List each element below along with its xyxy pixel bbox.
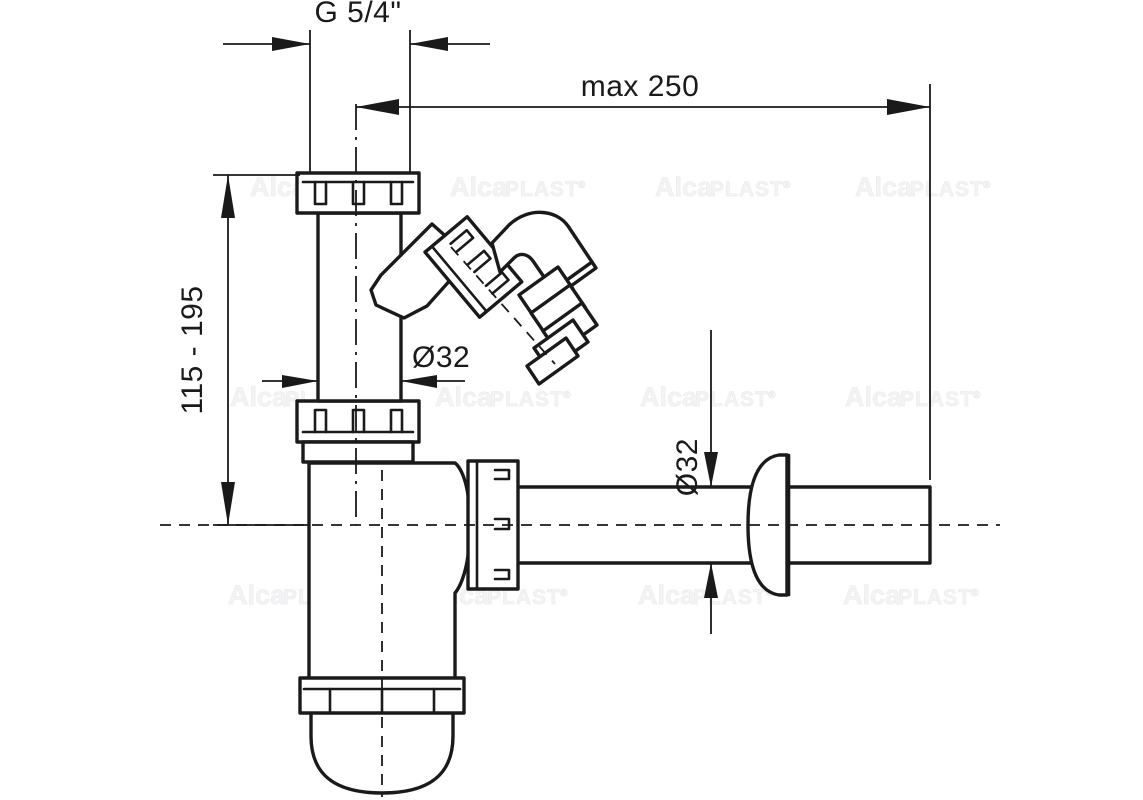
top-nut-slot-3 <box>389 180 404 206</box>
watermark-registered: ® <box>783 180 791 191</box>
dimension-height-range: 115 - 195 <box>176 174 310 526</box>
hose-nut-face-line <box>430 245 488 313</box>
watermark-alca: Alca <box>230 382 288 412</box>
height-range-label: 115 - 195 <box>176 285 209 414</box>
watermark-plast: PLAST <box>693 586 767 609</box>
watermark-alca: Alca <box>435 382 493 412</box>
part-geometry-layer <box>295 171 932 795</box>
top-nut-slot-2 <box>351 180 366 206</box>
trap-bowl <box>307 461 472 685</box>
watermark-registered: ® <box>983 180 991 191</box>
lower-nut-slot-3 <box>389 408 404 434</box>
center-line-layer <box>160 104 1000 797</box>
watermark-registered: ® <box>578 180 586 191</box>
watermark-registered: ® <box>563 390 571 401</box>
hose-connector-nut-group <box>423 215 524 319</box>
watermark-alca: Alca <box>640 382 698 412</box>
hose-branch-axis <box>450 246 556 365</box>
inlet-diameter-label: Ø32 <box>412 341 470 374</box>
height-arrow-bottom <box>221 482 235 525</box>
outlet-nut-slot-1 <box>493 468 511 481</box>
thread-arrow-left <box>272 37 310 51</box>
watermark-alca: Alca <box>638 580 696 610</box>
max-reach-label: max 250 <box>581 70 700 103</box>
lower-nut-slot-1 <box>313 408 328 434</box>
hose-nut-slot-2 <box>466 249 492 274</box>
dimension-inlet-diameter: Ø32 <box>262 341 470 388</box>
watermark-alca: Alca <box>655 172 713 202</box>
watermark-plast: PLAST <box>487 586 561 609</box>
watermark-alca: Alca <box>228 580 286 610</box>
hose-barb-group <box>517 260 599 386</box>
watermark-plast: PLAST <box>910 178 984 201</box>
lower-nut-slot-2 <box>351 408 366 434</box>
inlet-dia-arrow-left <box>282 375 318 388</box>
watermark-plast: PLAST <box>490 388 564 411</box>
hose-connector-nut <box>423 215 524 319</box>
hose-nut-slot-3 <box>484 271 510 295</box>
outlet-diameter-label: Ø32 <box>671 438 704 496</box>
watermark-plast: PLAST <box>505 178 579 201</box>
watermark-registered: ® <box>560 588 568 599</box>
watermark-plast: PLAST <box>900 388 974 411</box>
watermark-plast: PLAST <box>695 388 769 411</box>
watermark-alca: Alca <box>845 382 903 412</box>
outlet-dia-arrow-bottom <box>704 563 718 598</box>
watermark-registered: ® <box>768 390 776 401</box>
lower-nut-collar <box>301 440 415 464</box>
wall-rosette <box>746 453 789 597</box>
top-nut-slot-1 <box>313 180 328 206</box>
hose-nut-slot-1 <box>449 228 475 253</box>
dimension-max-reach: max 250 <box>356 70 931 480</box>
watermark-layer: Alca PLAST ® Alca PLAST ® Alca PLAST ® A… <box>228 172 992 611</box>
watermark-plast: PLAST <box>710 178 784 201</box>
watermark-alca: Alca <box>855 172 913 202</box>
outlet-nut-slot-2 <box>493 517 511 531</box>
watermark-alca: Alca <box>450 172 508 202</box>
outlet-dia-arrow-top <box>704 452 718 487</box>
max-reach-arrow-left <box>356 99 399 115</box>
outlet-nut-slot-3 <box>493 568 511 581</box>
max-reach-arrow-right <box>887 99 930 115</box>
inlet-dia-arrow-right <box>401 375 437 388</box>
thread-size-label: G 5/4" <box>314 0 401 29</box>
dimension-outlet-diameter: Ø32 <box>671 330 718 634</box>
dimension-thread-size: G 5/4" <box>223 0 490 172</box>
watermark-alca: Alca <box>843 580 901 610</box>
watermark-plast: PLAST <box>898 586 972 609</box>
watermark-registered: ® <box>971 588 979 599</box>
height-arrow-top <box>221 175 235 218</box>
watermark-registered: ® <box>973 390 981 401</box>
thread-arrow-right <box>410 37 448 51</box>
